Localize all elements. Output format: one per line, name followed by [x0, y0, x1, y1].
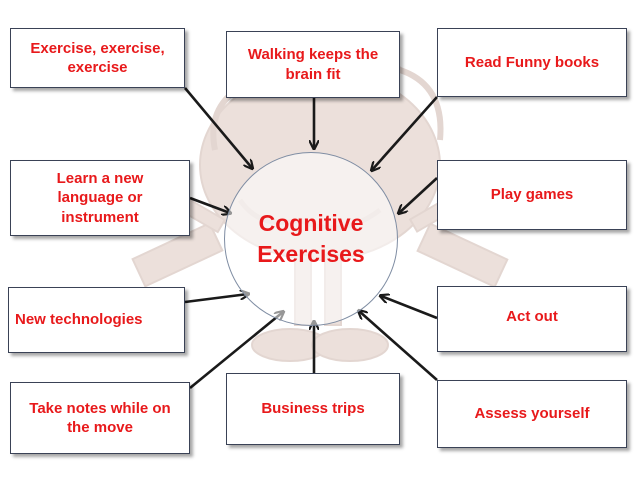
- arrow-assess: [359, 311, 438, 381]
- center-title-line2: Exercises: [257, 241, 365, 267]
- arrow-games: [399, 177, 438, 213]
- arrow-read: [372, 96, 438, 170]
- box-notes-line2: the move: [67, 419, 133, 436]
- box-exercise: Exercise, exercise, exercise: [10, 28, 185, 88]
- arrow-language: [189, 196, 230, 213]
- box-exercise-line1: Exercise, exercise,: [30, 39, 165, 57]
- box-assess: Assess yourself: [437, 380, 627, 448]
- box-exercise-line2: exercise: [67, 59, 128, 76]
- arrow-notes: [189, 312, 283, 390]
- box-assess-line1: Assess yourself: [474, 405, 590, 423]
- arrow-tech: [184, 294, 248, 304]
- box-read-line1: Read Funny books: [464, 53, 600, 71]
- box-notes: Take notes while on the move: [10, 382, 190, 454]
- box-trips-line1: Business trips: [261, 400, 365, 418]
- center-node: Cognitive Exercises: [224, 152, 398, 326]
- box-walking: Walking keeps the brain fit: [226, 31, 400, 98]
- box-tech: New technologies: [8, 287, 185, 353]
- box-games-line1: Play games: [490, 186, 574, 204]
- box-walking-line2: brain fit: [285, 65, 341, 83]
- box-language-line1: Learn a new: [56, 169, 144, 187]
- box-trips: Business trips: [226, 373, 400, 445]
- box-walking-line1: Walking keeps the: [247, 46, 379, 63]
- box-actout: Act out: [437, 286, 627, 352]
- box-notes-line1: Take notes while on: [29, 399, 171, 417]
- box-actout-line1: Act out: [506, 308, 558, 325]
- arrow-exercise: [184, 87, 252, 168]
- box-read: Read Funny books: [437, 28, 627, 97]
- box-tech-line1: New technologies: [15, 311, 143, 329]
- box-language-line2: language or: [57, 189, 143, 207]
- box-language-line3: instrument: [61, 208, 139, 226]
- arrow-actout: [381, 296, 438, 320]
- box-language: Learn a new language or instrument: [10, 160, 190, 236]
- center-title-line1: Cognitive: [258, 209, 364, 236]
- box-games: Play games: [437, 160, 627, 230]
